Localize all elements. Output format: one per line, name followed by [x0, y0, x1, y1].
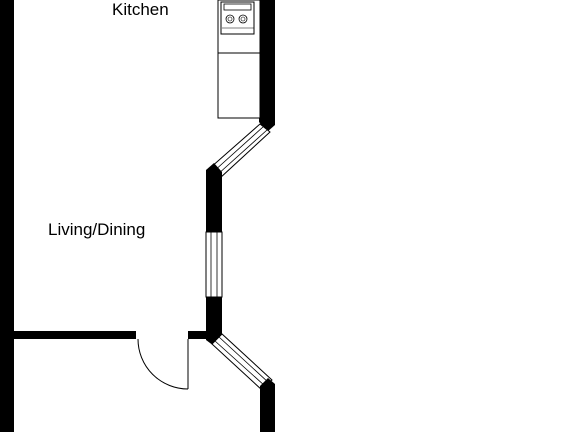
bay-corner-wall-upper — [206, 163, 222, 232]
room-label-kitchen: Kitchen — [112, 0, 169, 19]
cooker-icon — [220, 1, 255, 35]
bay-corner-wall-lower — [206, 297, 222, 346]
left-exterior-wall — [0, 0, 14, 432]
window-bay-lower — [211, 333, 273, 391]
door-swing — [137, 338, 189, 390]
right-wall-lower — [260, 378, 275, 432]
room-label-living-dining: Living/Dining — [48, 220, 146, 239]
interior-wall-right — [188, 331, 206, 339]
interior-wall-left — [14, 331, 136, 339]
kitchen-right-wall — [259, 0, 275, 132]
window-side — [205, 231, 223, 298]
